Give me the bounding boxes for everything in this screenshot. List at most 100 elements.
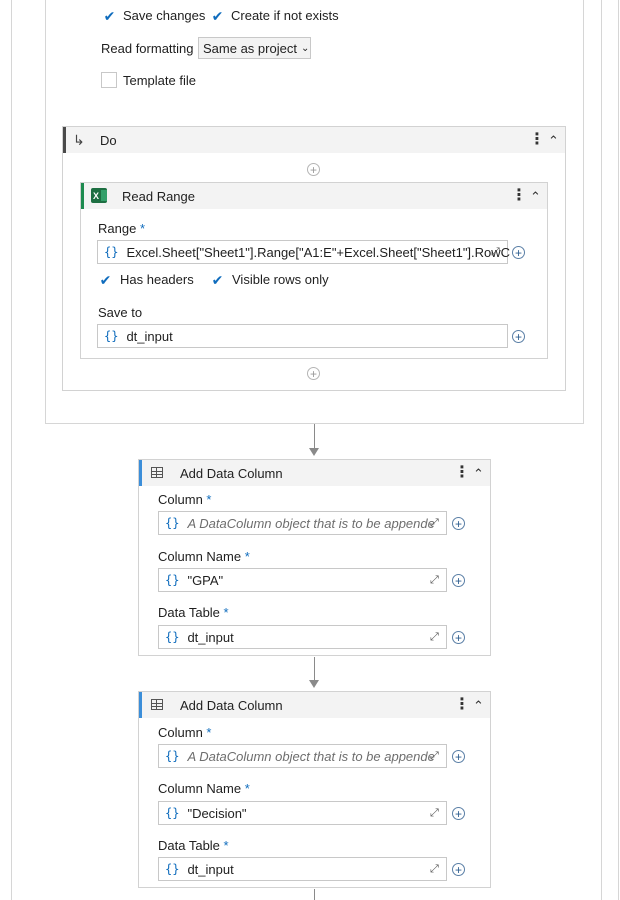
read-range-title: Read Range — [122, 189, 195, 204]
data-table-brace-icon-2: {} — [165, 862, 180, 876]
outer-right-border-2 — [618, 0, 619, 900]
add-data-column-header-1[interactable]: Add Data Column ⋮ ⌃ — [139, 460, 490, 486]
chevron-down-icon: ⌄ — [300, 42, 310, 54]
column-expand-icon-2[interactable]: ⤢ — [430, 750, 439, 762]
range-label: Range * — [98, 221, 145, 236]
do-title: Do — [100, 133, 117, 148]
add-data-column-title-2: Add Data Column — [180, 698, 283, 713]
column-name-expand-icon-1[interactable]: ⤢ — [430, 574, 439, 586]
data-table-field-2[interactable]: {} dt_input — [158, 857, 447, 881]
save-changes-label: Save changes — [123, 8, 206, 23]
add-data-column-accent-1 — [139, 460, 142, 486]
range-value: Excel.Sheet["Sheet1"].Range["A1:E"+Excel… — [126, 244, 511, 260]
column-placeholder-1: A DataColumn object that is to be append… — [187, 515, 435, 531]
save-to-plus-icon[interactable]: + — [512, 330, 525, 343]
data-table-value-1: dt_input — [187, 629, 234, 645]
template-file-label: Template file — [123, 73, 196, 88]
save-to-field[interactable]: {} dt_input — [97, 324, 508, 348]
data-table-value-2: dt_input — [187, 861, 234, 877]
data-table-expand-icon-2[interactable]: ⤢ — [430, 863, 439, 875]
data-table-brace-icon-1: {} — [165, 630, 180, 644]
column-name-field-1[interactable]: {} "GPA" — [158, 568, 447, 592]
add-data-column-header-2[interactable]: Add Data Column ⋮ ⌃ — [139, 692, 490, 718]
data-table-label-2: Data Table * — [158, 838, 229, 853]
read-range-accent — [81, 183, 84, 209]
data-table-plus-icon-1[interactable]: + — [452, 631, 465, 644]
container-left-border — [45, 0, 46, 424]
column-name-expand-icon-2[interactable]: ⤢ — [430, 807, 439, 819]
add-data-column-title-1: Add Data Column — [180, 466, 283, 481]
range-plus-icon[interactable]: + — [512, 246, 525, 259]
visible-rows-only-label: Visible rows only — [232, 272, 329, 287]
column-plus-icon-1[interactable]: + — [452, 517, 465, 530]
connector-line-3 — [314, 889, 315, 900]
do-collapse-icon[interactable]: ⌃ — [548, 133, 559, 148]
column-name-field-2[interactable]: {} "Decision" — [158, 801, 447, 825]
do-header-accent — [63, 127, 66, 153]
connector-line-2 — [314, 657, 315, 680]
add-data-column-kebab-icon-2[interactable]: ⋮ — [454, 696, 470, 713]
read-formatting-select[interactable]: Same as project ⌄ — [198, 37, 311, 59]
save-to-value: dt_input — [126, 328, 173, 344]
column-name-brace-icon-2: {} — [165, 806, 180, 820]
connector-arrow-2 — [309, 680, 319, 688]
do-header[interactable]: ↳ Do ⋮ ⌃ — [63, 127, 565, 153]
read-range-kebab-icon[interactable]: ⋮ — [511, 187, 527, 204]
create-if-not-exists-label: Create if not exists — [231, 8, 339, 23]
excel-icon: X — [91, 188, 107, 203]
column-field-2[interactable]: {} A DataColumn object that is to be app… — [158, 744, 447, 768]
do-kebab-icon[interactable]: ⋮ — [529, 131, 545, 148]
do-arrow-icon: ↳ — [73, 132, 85, 148]
data-table-expand-icon-1[interactable]: ⤢ — [430, 631, 439, 643]
column-name-label-1: Column Name * — [158, 549, 250, 564]
save-to-brace-icon: {} — [104, 329, 119, 343]
data-table-icon — [151, 699, 163, 710]
range-field[interactable]: {} Excel.Sheet["Sheet1"].Range["A1:E"+Ex… — [97, 240, 511, 264]
add-data-column-accent-2 — [139, 692, 142, 718]
column-label-2: Column * — [158, 725, 212, 740]
create-if-not-exists-checkbox[interactable]: ✔ — [211, 7, 224, 24]
read-formatting-value: Same as project — [203, 40, 297, 56]
column-label-1: Column * — [158, 492, 212, 507]
add-activity-plus-icon[interactable]: + — [307, 163, 320, 176]
outer-left-border — [11, 0, 12, 900]
container-bottom-border — [45, 423, 584, 424]
column-name-brace-icon-1: {} — [165, 573, 180, 587]
data-table-icon — [151, 467, 163, 478]
column-field-1[interactable]: {} A DataColumn object that is to be app… — [158, 511, 447, 535]
data-table-plus-icon-2[interactable]: + — [452, 863, 465, 876]
has-headers-label: Has headers — [120, 272, 194, 287]
visible-rows-only-checkbox[interactable]: ✔ — [211, 271, 224, 288]
read-range-collapse-icon[interactable]: ⌃ — [530, 189, 541, 204]
add-data-column-kebab-icon-1[interactable]: ⋮ — [454, 464, 470, 481]
data-table-field-1[interactable]: {} dt_input — [158, 625, 447, 649]
add-data-column-collapse-icon-1[interactable]: ⌃ — [473, 466, 484, 481]
add-data-column-card-1: Add Data Column ⋮ ⌃ — [138, 459, 491, 656]
column-expand-icon-1[interactable]: ⤢ — [430, 517, 439, 529]
column-brace-icon-2: {} — [165, 749, 180, 763]
column-plus-icon-2[interactable]: + — [452, 750, 465, 763]
column-placeholder-2: A DataColumn object that is to be append… — [187, 748, 435, 764]
save-changes-checkbox[interactable]: ✔ — [103, 7, 116, 24]
save-to-label: Save to — [98, 305, 143, 320]
range-brace-icon: {} — [104, 245, 119, 259]
read-formatting-label: Read formatting — [101, 41, 194, 56]
column-name-value-1: "GPA" — [187, 572, 224, 588]
add-activity-plus-icon-bottom[interactable]: + — [307, 367, 320, 380]
connector-arrow-1 — [309, 448, 319, 456]
data-table-label-1: Data Table * — [158, 605, 229, 620]
column-name-plus-icon-2[interactable]: + — [452, 807, 465, 820]
read-range-header[interactable]: X Read Range ⋮ ⌃ — [81, 183, 547, 209]
add-data-column-card-2: Add Data Column ⋮ ⌃ — [138, 691, 491, 888]
template-file-checkbox[interactable] — [101, 72, 117, 88]
connector-line-1 — [314, 424, 315, 448]
range-expand-icon[interactable]: ⤢ — [491, 246, 500, 258]
column-name-value-2: "Decision" — [187, 805, 247, 821]
column-name-label-2: Column Name * — [158, 781, 250, 796]
outer-right-border — [601, 0, 602, 900]
add-data-column-collapse-icon-2[interactable]: ⌃ — [473, 698, 484, 713]
has-headers-checkbox[interactable]: ✔ — [99, 271, 112, 288]
column-brace-icon-1: {} — [165, 516, 180, 530]
container-right-border — [583, 0, 584, 424]
column-name-plus-icon-1[interactable]: + — [452, 574, 465, 587]
